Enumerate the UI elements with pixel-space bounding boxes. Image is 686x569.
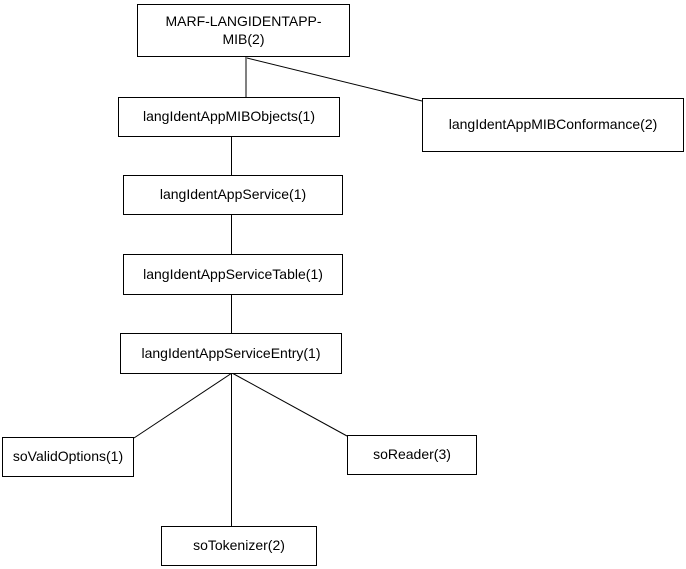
node-sotokenizer: soTokenizer(2) bbox=[161, 526, 317, 566]
node-marf-langidentapp-mib: MARF-LANGIDENTAPP-MIB(2) bbox=[137, 4, 350, 57]
node-label: soValidOptions(1) bbox=[12, 448, 124, 465]
node-label: MARF-LANGIDENTAPP-MIB(2) bbox=[165, 13, 322, 47]
node-sovalidoptions: soValidOptions(1) bbox=[2, 437, 134, 477]
edge-entry-validoptions bbox=[133, 372, 233, 439]
edge-mib-conformance bbox=[246, 57, 423, 102]
edge-entry-reader bbox=[231, 372, 348, 437]
node-label: soReader(3) bbox=[373, 446, 451, 463]
node-langidentappmibconformance: langIdentAppMIBConformance(2) bbox=[422, 98, 684, 152]
node-langidentappservice: langIdentAppService(1) bbox=[123, 175, 343, 215]
node-langidentappmibobjects: langIdentAppMIBObjects(1) bbox=[118, 97, 340, 137]
node-label: soTokenizer(2) bbox=[193, 537, 285, 554]
node-label: langIdentAppMIBConformance(2) bbox=[448, 116, 658, 133]
node-soreader: soReader(3) bbox=[347, 435, 477, 475]
node-label: langIdentAppMIBObjects(1) bbox=[143, 108, 315, 125]
node-label: langIdentAppService(1) bbox=[159, 186, 307, 203]
node-label: langIdentAppServiceEntry(1) bbox=[141, 344, 321, 361]
node-langidentappservicetable: langIdentAppServiceTable(1) bbox=[123, 254, 343, 295]
node-langidentappserviceentry: langIdentAppServiceEntry(1) bbox=[120, 333, 342, 374]
node-label: langIdentAppServiceTable(1) bbox=[143, 265, 323, 282]
